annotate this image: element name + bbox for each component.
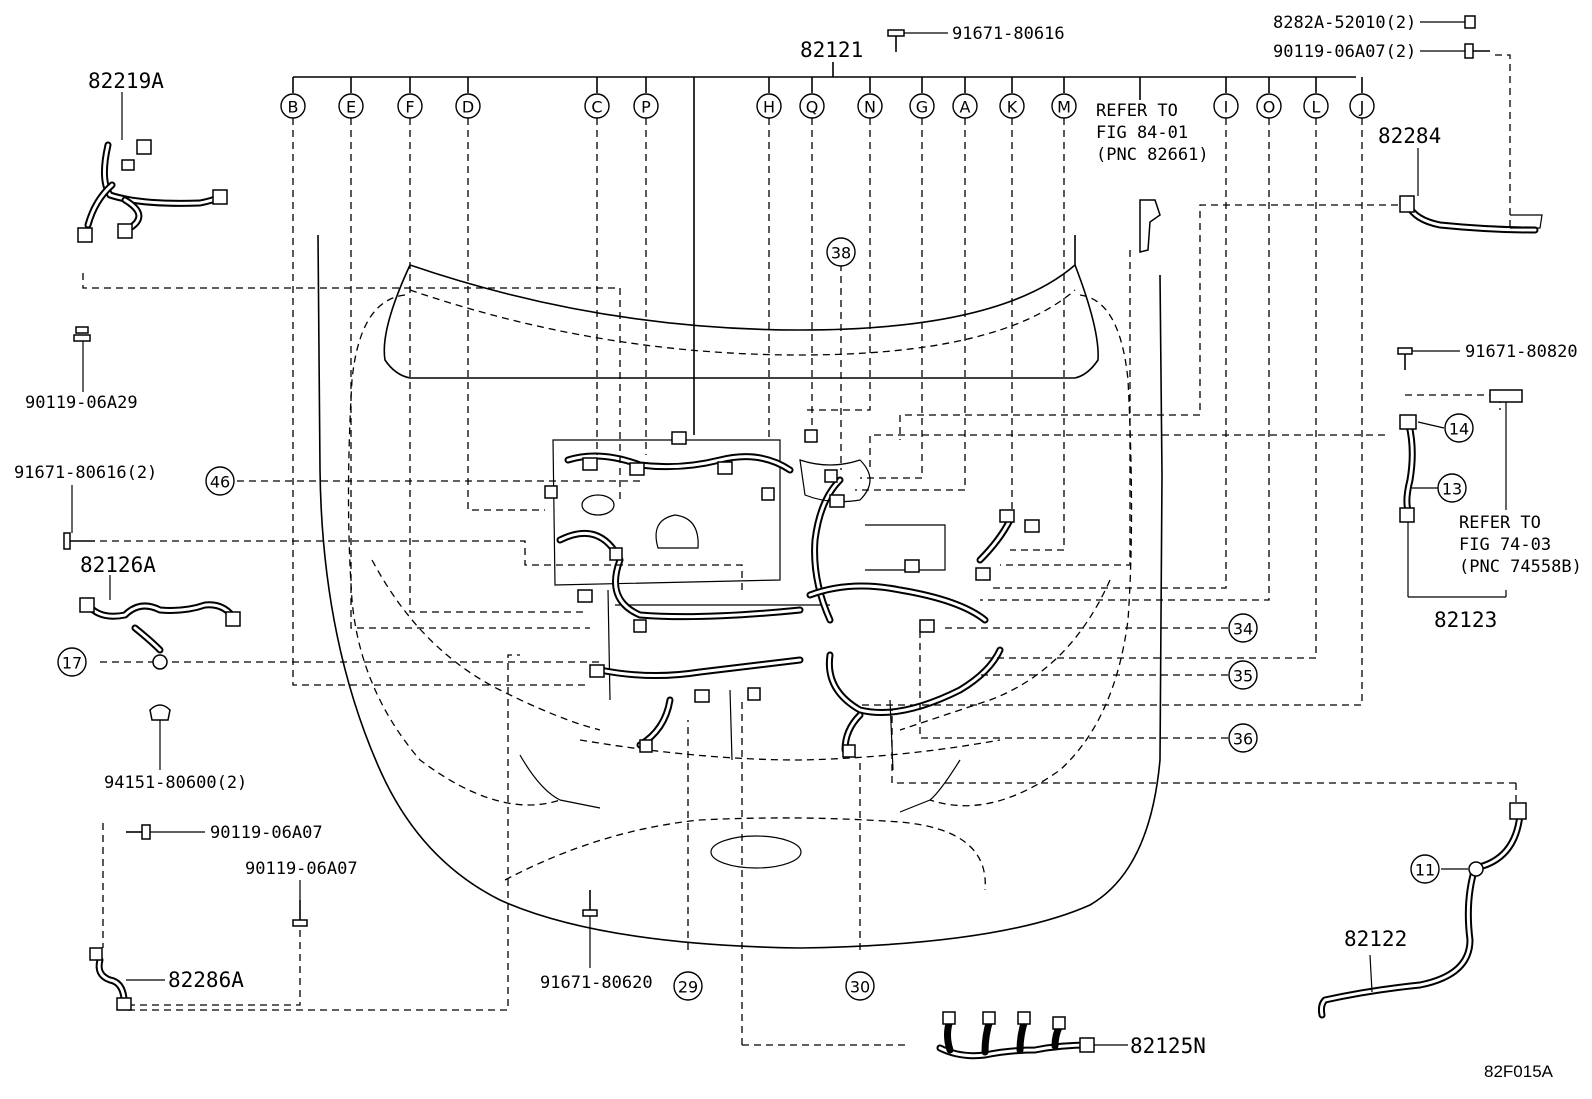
callout-number-29: 29 <box>678 978 698 997</box>
connector-letter-H: H <box>763 98 775 117</box>
part-82126A-drawing <box>79 597 241 670</box>
callout-number-17: 17 <box>62 654 82 673</box>
part-label-82125N: 82125N <box>1130 1034 1206 1058</box>
part-82284-drawing <box>1399 195 1543 234</box>
callout-circle-29 <box>673 971 703 1001</box>
connector-letter-O: O <box>1263 98 1276 117</box>
main-harness-bracket <box>292 62 1363 435</box>
connector-letter-B: B <box>288 98 299 117</box>
callout-number-11: 11 <box>1415 861 1435 880</box>
refer-note-fig-84-01-line2: FIG 84-01 <box>1096 123 1188 143</box>
fastener-90119-06A07-a: 90119-06A07 <box>210 823 323 843</box>
callout-circle-36 <box>1228 723 1258 753</box>
refer-note-fig-74-03-line3: (PNC 74558B) <box>1459 557 1582 577</box>
part-label-82126A: 82126A <box>80 553 156 577</box>
fastener-90119-06A29: 90119-06A29 <box>25 393 138 413</box>
fastener-91671-80616-x2: 91671-80616(2) <box>14 463 157 483</box>
part-82219A-drawing <box>77 139 228 243</box>
fastener-91671-80820: 91671-80820 <box>1465 342 1578 362</box>
callout-circle-17 <box>57 647 87 677</box>
connector-letter-P: P <box>641 98 651 117</box>
connector-letter-K: K <box>1007 98 1018 117</box>
connector-letter-L: L <box>1312 98 1321 117</box>
engine-bay-harness <box>544 429 1040 771</box>
vehicle-body-outline <box>317 234 1163 949</box>
leader-lines <box>82 54 1517 1046</box>
refer-bracket-parts <box>1139 199 1161 253</box>
part-label-82123: 82123 <box>1434 608 1497 632</box>
connector-letter-D: D <box>462 98 474 117</box>
callout-number-35: 35 <box>1233 667 1253 686</box>
connector-letter-M: M <box>1057 98 1071 117</box>
callout-number-38: 38 <box>831 244 851 263</box>
callout-number-36: 36 <box>1233 730 1253 749</box>
part-82122-drawing <box>1317 802 1527 1019</box>
callout-number-14: 14 <box>1449 420 1469 439</box>
callout-circle-46 <box>205 466 235 496</box>
figure-code: 82F015A <box>1484 1062 1554 1081</box>
part-label-82219A: 82219A <box>88 69 164 93</box>
fastener-8282A-52010: 8282A-52010(2) <box>1273 13 1416 33</box>
callout-number-30: 30 <box>850 978 870 997</box>
connector-letter-J: J <box>1359 98 1365 117</box>
fastener-90119-06A07-x2: 90119-06A07(2) <box>1273 42 1416 62</box>
callout-circle-14 <box>1444 413 1474 443</box>
connector-letter-Q: Q <box>806 98 819 117</box>
part-label-82122: 82122 <box>1344 927 1407 951</box>
part-label-82284: 82284 <box>1378 124 1441 148</box>
fastener-90119-06A07-b: 90119-06A07 <box>245 859 358 879</box>
fastener-94151-80600-x2: 94151-80600(2) <box>104 773 247 793</box>
connector-letter-A: A <box>960 98 971 117</box>
callout-number-34: 34 <box>1233 620 1253 639</box>
fastener-glyphs <box>63 15 1490 968</box>
fastener-91671-80620: 91671-80620 <box>540 973 653 993</box>
part-82125N-drawing <box>936 1011 1128 1060</box>
main-harness-label: 82121 <box>800 38 863 62</box>
connector-letter-E: E <box>346 98 356 117</box>
callout-circle-35 <box>1228 660 1258 690</box>
callout-circle-13 <box>1437 473 1467 503</box>
numbered-callouts: 46 38 17 34 35 36 14 13 11 29 30 <box>57 237 1474 1001</box>
connector-letter-F: F <box>405 98 414 117</box>
callout-number-46: 46 <box>210 473 230 492</box>
callout-circle-38 <box>826 237 856 267</box>
refer-note-fig-74-03-line2: FIG 74-03 <box>1459 535 1551 555</box>
callout-circle-11 <box>1410 854 1440 884</box>
part-label-82286A: 82286A <box>168 968 244 992</box>
connector-letter-N: N <box>864 98 876 117</box>
refer-note-fig-84-01-line3: (PNC 82661) <box>1096 145 1209 165</box>
connector-letter-C: C <box>591 98 602 117</box>
connector-letter-G: G <box>916 98 928 117</box>
connector-letter-I: I <box>1224 98 1229 117</box>
refer-note-fig-84-01-line1: REFER TO <box>1096 101 1178 121</box>
part-82286A-drawing <box>89 947 165 1011</box>
callout-circle-34 <box>1228 613 1258 643</box>
part-82123-drawing <box>1399 389 1523 598</box>
callout-circle-30 <box>845 971 875 1001</box>
fastener-91671-80616: 91671-80616 <box>952 24 1065 44</box>
refer-note-fig-74-03-line1: REFER TO <box>1459 513 1541 533</box>
callout-number-13: 13 <box>1442 480 1462 499</box>
